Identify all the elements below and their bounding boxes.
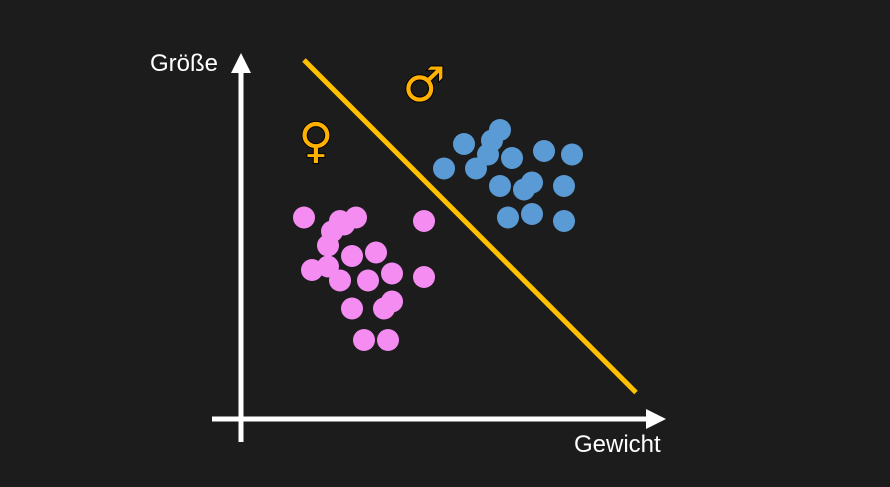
female-point [381, 262, 403, 285]
symbols-layer: ♂♀ [297, 56, 446, 170]
female-point [377, 329, 399, 351]
male-point [501, 147, 523, 169]
decision-line-layer [302, 58, 638, 395]
male-point [453, 133, 475, 155]
male-point [561, 143, 583, 166]
male-point [497, 206, 519, 229]
male-point [521, 203, 543, 225]
x-axis-arrowhead [646, 409, 666, 429]
x-axis-label: Gewicht [574, 431, 661, 458]
male-point [433, 157, 455, 180]
female-point [357, 269, 379, 292]
female-point [365, 241, 387, 264]
male-point [533, 140, 555, 162]
decision-line [302, 58, 638, 395]
female-point [413, 266, 435, 288]
male-point [553, 175, 575, 197]
axes [212, 53, 666, 442]
female-point [329, 269, 351, 292]
female-point [341, 245, 363, 267]
female-point [317, 234, 339, 257]
male-point [489, 175, 511, 197]
y-axis-label: Größe [150, 50, 219, 77]
y-axis-arrowhead [231, 53, 251, 73]
male-point [553, 210, 575, 232]
male-point [513, 178, 535, 201]
female-symbol-icon: ♀ [298, 113, 333, 169]
female-point [353, 329, 375, 351]
male-point [481, 129, 503, 152]
male-symbol-icon: ♂ [402, 57, 445, 113]
female-point [341, 297, 363, 320]
female-point [333, 213, 355, 236]
female-point [413, 210, 435, 232]
points-layer [293, 119, 583, 351]
female-point [381, 290, 403, 313]
female-point [293, 206, 315, 229]
